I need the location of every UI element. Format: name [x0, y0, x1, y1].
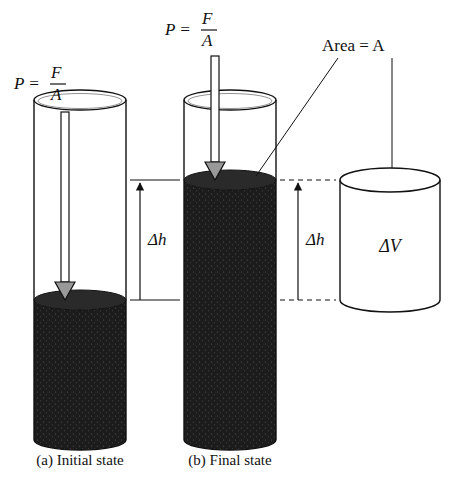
fraction-bar	[201, 29, 217, 30]
pressure-label: P =	[14, 74, 40, 94]
caption: (b) Final state	[180, 452, 280, 469]
caption: (a) Initial state	[30, 452, 130, 469]
pressure-label: P =	[165, 20, 191, 40]
height-dimension	[280, 180, 336, 300]
area-label: Area = A	[322, 36, 384, 56]
fraction-denominator: A	[51, 85, 61, 105]
volume-label: ΔV	[379, 236, 401, 257]
fraction-numerator: F	[202, 9, 212, 29]
leader-line	[256, 58, 392, 176]
piston-arrow	[55, 112, 75, 300]
piston-arrow	[205, 56, 225, 180]
dimension-label: Δh	[148, 230, 166, 250]
fraction-denominator: A	[202, 31, 212, 51]
cylinder-initial	[34, 90, 126, 450]
dimension-label: Δh	[306, 230, 324, 250]
fraction-numerator: F	[51, 63, 61, 83]
fraction-bar	[50, 83, 66, 84]
volume-cylinder: ΔV	[338, 166, 442, 314]
cylinder-final	[184, 90, 276, 450]
height-dimension	[130, 180, 180, 300]
